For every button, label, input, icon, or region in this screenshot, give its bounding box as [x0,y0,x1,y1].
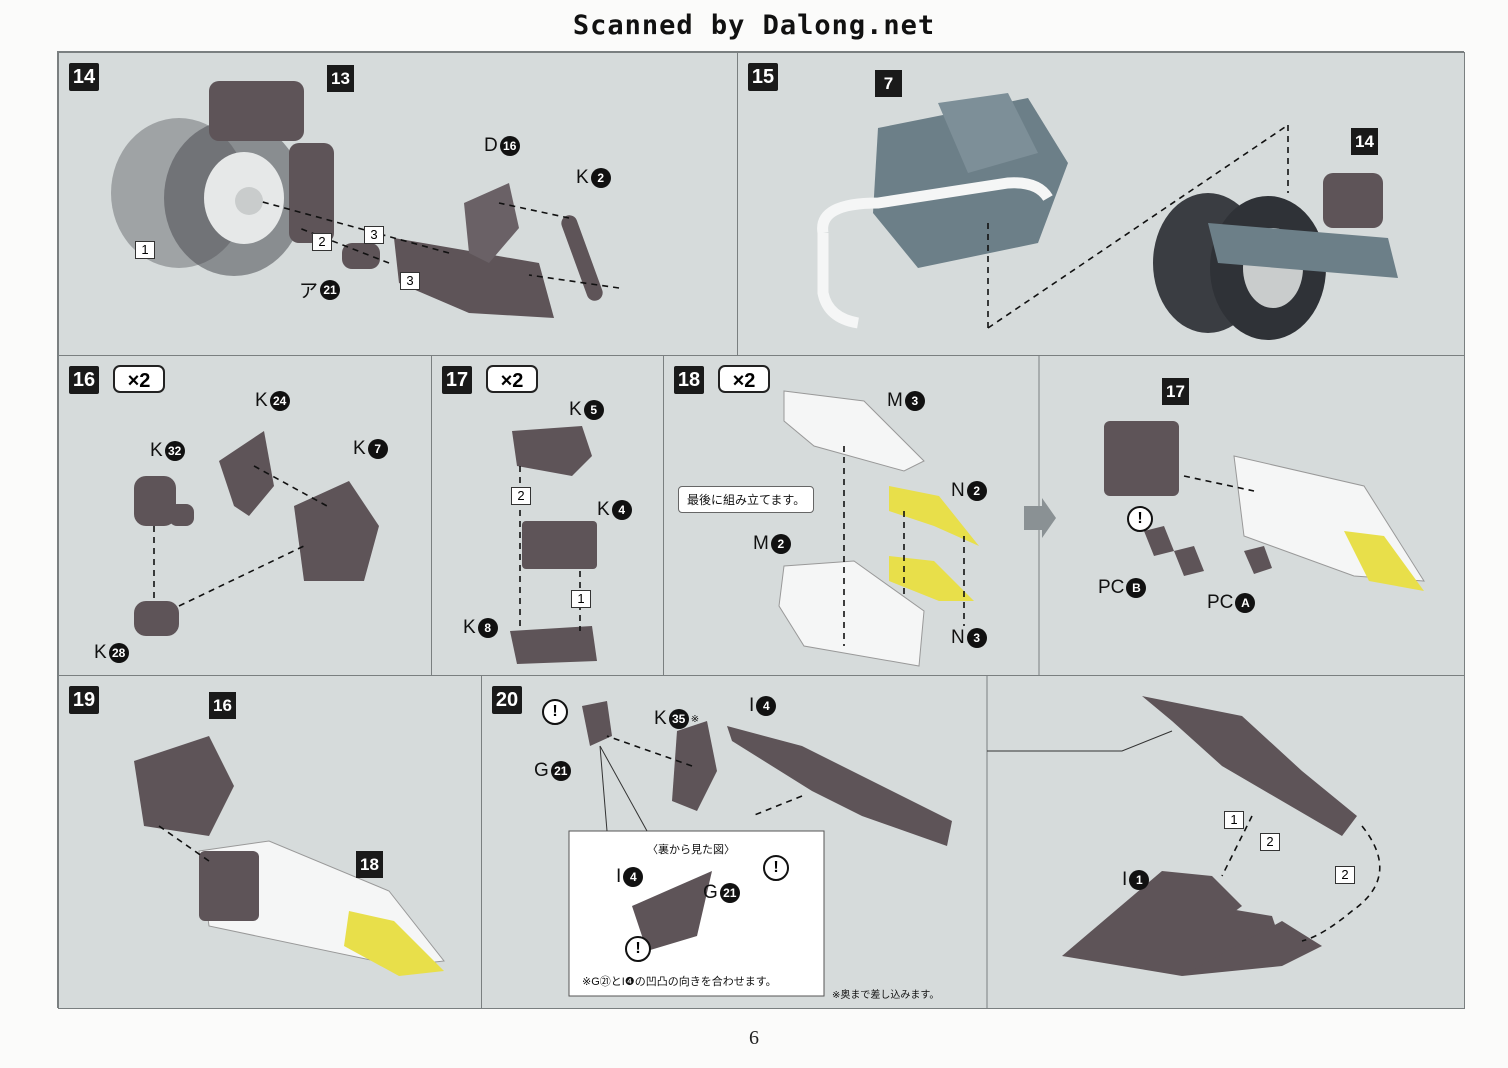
part-callout-7: 7 [875,70,902,97]
parts-left [778,390,979,667]
arm-part-d16 [394,183,554,318]
wheel-assembly-14 [1153,173,1398,340]
step-16-illustration [134,431,379,636]
step-15-illustration [817,93,1398,340]
insert-fully-note: ※奥まで差し込みます。 [832,990,940,1001]
step-number: 14 [69,63,99,91]
assembly-guides [606,735,1381,942]
step-19-illustration [134,736,445,976]
part-callout-17: 17 [1162,378,1189,405]
parts [134,431,379,636]
inset-note: ※G㉑とI❹の凹凸の向きを合わせます。 [582,976,777,988]
parts-right [1104,421,1425,591]
part-callout-18: 18 [356,851,383,878]
parts-left [582,701,952,846]
wheel-assembly [111,81,334,276]
order-marker-2: 2 [511,487,531,505]
order-marker-1: 1 [571,590,591,608]
scanner-watermark: Scanned by Dalong.net [572,10,936,41]
part-callout-16: 16 [209,692,236,719]
part-callout-13: 13 [327,65,354,92]
order-marker-1: 1 [1224,811,1244,829]
order-marker-2a: 2 [1260,833,1280,851]
assembly-guides [843,446,1255,646]
step-number: 18 [674,366,704,394]
step-18-illustration [778,356,1425,676]
assemble-last-note: 最後に組み立てます。 [678,486,815,513]
next-arrow-icon [1024,498,1056,538]
parts [510,426,597,664]
caution-icon: ! [1127,506,1153,532]
order-marker-3a: 3 [364,226,384,244]
order-marker-2b: 2 [1335,866,1355,884]
parts [134,736,445,976]
caution-icon-2: ! [763,855,789,881]
step-number: 19 [69,686,99,714]
quantity-badge: ×2 [718,365,770,393]
order-marker-1: 1 [135,241,155,259]
order-marker-3b: 3 [400,272,420,290]
part-a21 [342,243,380,269]
step-15-panel: 15 7 14 [737,52,1465,357]
quantity-badge: ×2 [113,365,165,393]
step-19-panel: 19 16 18 [58,675,483,1009]
step-number: 16 [69,366,99,394]
quantity-badge: ×2 [486,365,538,393]
step-17-illustration [510,426,597,664]
step-number: 20 [492,686,522,714]
part-k2 [561,215,603,301]
inset-part [632,871,712,951]
step-number: 17 [442,366,472,394]
caution-icon: ! [542,699,568,725]
step-number: 15 [748,63,778,91]
body-part-7 [817,93,1068,329]
part-callout-14: 14 [1351,128,1378,155]
assembly-guides [153,465,328,607]
step-14-illustration [111,81,620,318]
order-marker-2: 2 [312,233,332,251]
page-number: 6 [749,1027,759,1049]
parts-right [1062,696,1357,976]
step-20-illustration [568,676,1381,1008]
assembly-guides [987,124,1289,329]
caution-icon-3: ! [625,936,651,962]
inset-title: 〈裏から見た図〉 [647,844,735,856]
